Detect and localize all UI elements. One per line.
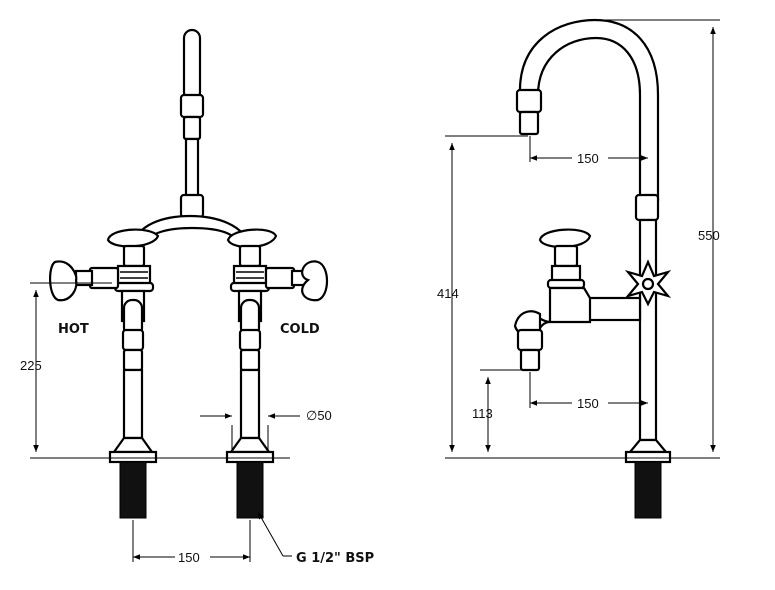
total-height-dimension: 550	[600, 19, 720, 452]
right-side-handle	[301, 260, 329, 302]
thread-callout: G 1/2" BSP	[257, 511, 374, 566]
lower-outlet-height-dimension: 113	[472, 369, 530, 452]
left-top-spout	[182, 28, 202, 102]
left-height-value: 225	[20, 358, 42, 373]
gooseneck-spout	[518, 18, 660, 202]
left-height-dimension: 225	[20, 282, 112, 452]
total-height-value: 550	[698, 228, 720, 243]
right-top-handle-valve	[538, 228, 592, 249]
right-vertical-column	[638, 218, 658, 442]
left-faucet	[30, 28, 329, 519]
left-spacing-dimension: 150	[132, 520, 251, 565]
diameter-value: ∅50	[306, 408, 332, 423]
diameter-dimension: ∅50	[200, 408, 332, 452]
left-cold-column	[225, 228, 329, 519]
upper-outlet-height-value: 414	[437, 286, 459, 301]
upper-outlet-height-dimension: 414	[437, 135, 528, 452]
left-riser-pipe	[184, 137, 200, 201]
thread-label: G 1/2" BSP	[296, 551, 374, 566]
right-top-handle	[226, 228, 278, 249]
upper-reach-value: 150	[577, 151, 599, 166]
right-faucet	[445, 18, 720, 519]
right-thread-stub	[236, 461, 264, 519]
left-spacing-value: 150	[178, 550, 200, 565]
star-handle	[624, 259, 672, 307]
lower-outlet-height-value: 113	[472, 406, 493, 421]
hot-label: HOT	[58, 322, 89, 337]
lower-reach-value: 150	[577, 396, 599, 411]
right-faucet-thread-stub	[634, 461, 662, 519]
cold-label: COLD	[280, 322, 320, 337]
horizontal-arm	[586, 296, 642, 322]
upper-reach-dimension: 150	[529, 136, 648, 166]
lower-reach-dimension: 150	[529, 372, 648, 411]
left-top-handle	[106, 228, 160, 248]
left-hot-column	[49, 228, 160, 519]
left-thread-stub	[119, 461, 147, 519]
left-side-handle	[49, 260, 78, 302]
